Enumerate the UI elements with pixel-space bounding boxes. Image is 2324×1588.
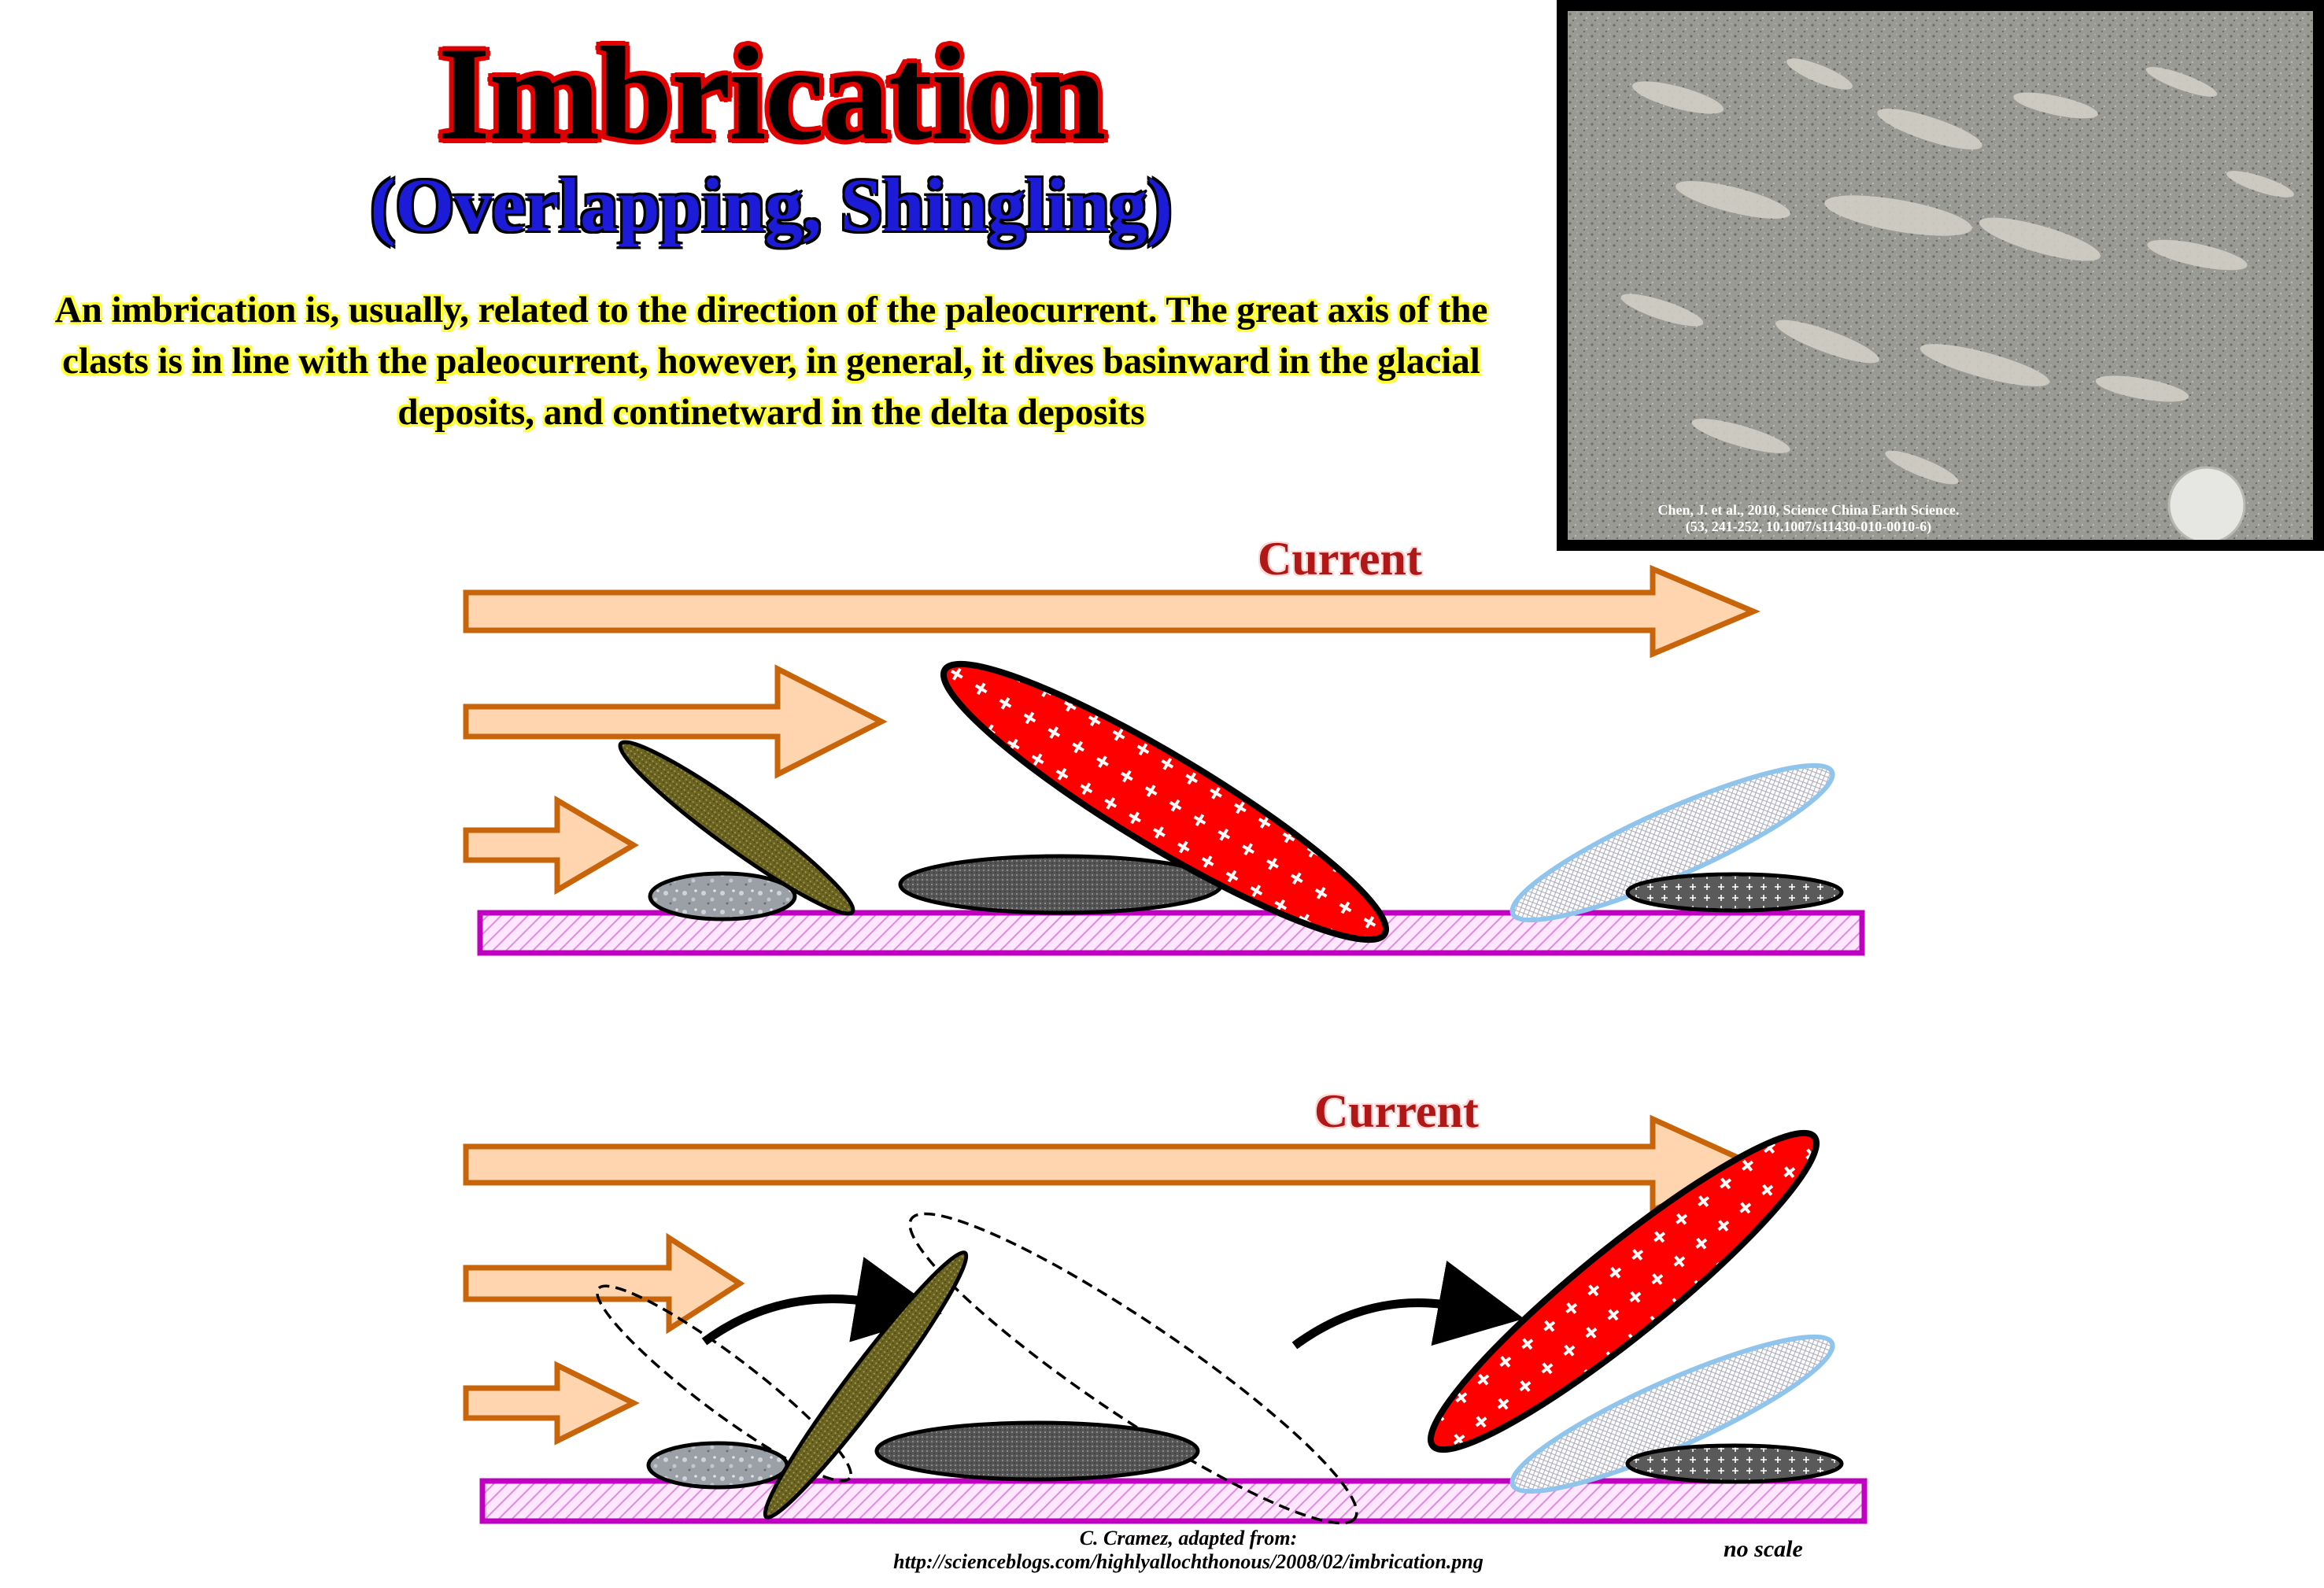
- current-label-top: Current: [1258, 533, 1422, 585]
- no-scale-note: no scale: [1724, 1536, 1803, 1562]
- olive-clast-rotated: [763, 1250, 969, 1520]
- rock-photo-image: [1568, 11, 2313, 540]
- current-label-bottom: Current: [1314, 1085, 1479, 1137]
- pebble-clast: [648, 871, 797, 921]
- photo-credit-line1: Chen, J. et al., 2010, Science China Ear…: [1657, 502, 1960, 518]
- substrate-bed: [477, 910, 1865, 956]
- bottom-diagram: [463, 1114, 1868, 1525]
- rotation-arrow-left-icon: [701, 1257, 942, 1346]
- current-arrow-large-2: [463, 1114, 1761, 1215]
- dark-clast-flat-2: [874, 1420, 1200, 1482]
- ghost-olive-clast-outline: [596, 1284, 852, 1483]
- grey-plus-clast-2: [1625, 1443, 1844, 1484]
- blue-clast-imbricated: [1509, 763, 1835, 923]
- ghost-red-clast-outline: [908, 1212, 1358, 1525]
- photo-credit: Chen, J. et al., 2010, Science China Ear…: [1588, 502, 2029, 535]
- current-arrow-medium-2: [463, 1232, 745, 1335]
- top-diagram: [463, 564, 1865, 956]
- current-arrow-medium: [463, 664, 888, 779]
- grey-plus-clast: [1625, 872, 1844, 913]
- current-arrow-small-2: [463, 1361, 640, 1446]
- page-subtitle: (Overlapping, Shingling): [370, 163, 1173, 247]
- figure-credit-line2: http://scienceblogs.com/highlyallochthon…: [893, 1550, 1483, 1573]
- dark-clast-flat: [898, 854, 1224, 915]
- figure-credit-line1: C. Cramez, adapted from:: [1079, 1527, 1298, 1549]
- current-arrow-large: [463, 564, 1761, 659]
- pebble-clast-2: [646, 1441, 789, 1490]
- rotation-arrow-right-icon: [1291, 1260, 1524, 1350]
- photo-credit-line2: (53, 241-252, 10.1007/s11430-010-0010-6): [1685, 519, 1932, 534]
- current-arrow-small: [463, 795, 639, 896]
- olive-clast-imbricated: [618, 740, 855, 916]
- page-title: Imbrication: [438, 20, 1107, 168]
- red-clast-imbricated: [940, 660, 1390, 944]
- figure-credit: C. Cramez, adapted from: http://scienceb…: [818, 1527, 1558, 1574]
- red-clast-rotated: [1427, 1129, 1820, 1453]
- description-text: An imbrication is, usually, related to t…: [54, 290, 1488, 433]
- rock-photo: Chen, J. et al., 2010, Science China Ear…: [1557, 0, 2324, 551]
- blue-clast-imbricated-2: [1509, 1334, 1835, 1494]
